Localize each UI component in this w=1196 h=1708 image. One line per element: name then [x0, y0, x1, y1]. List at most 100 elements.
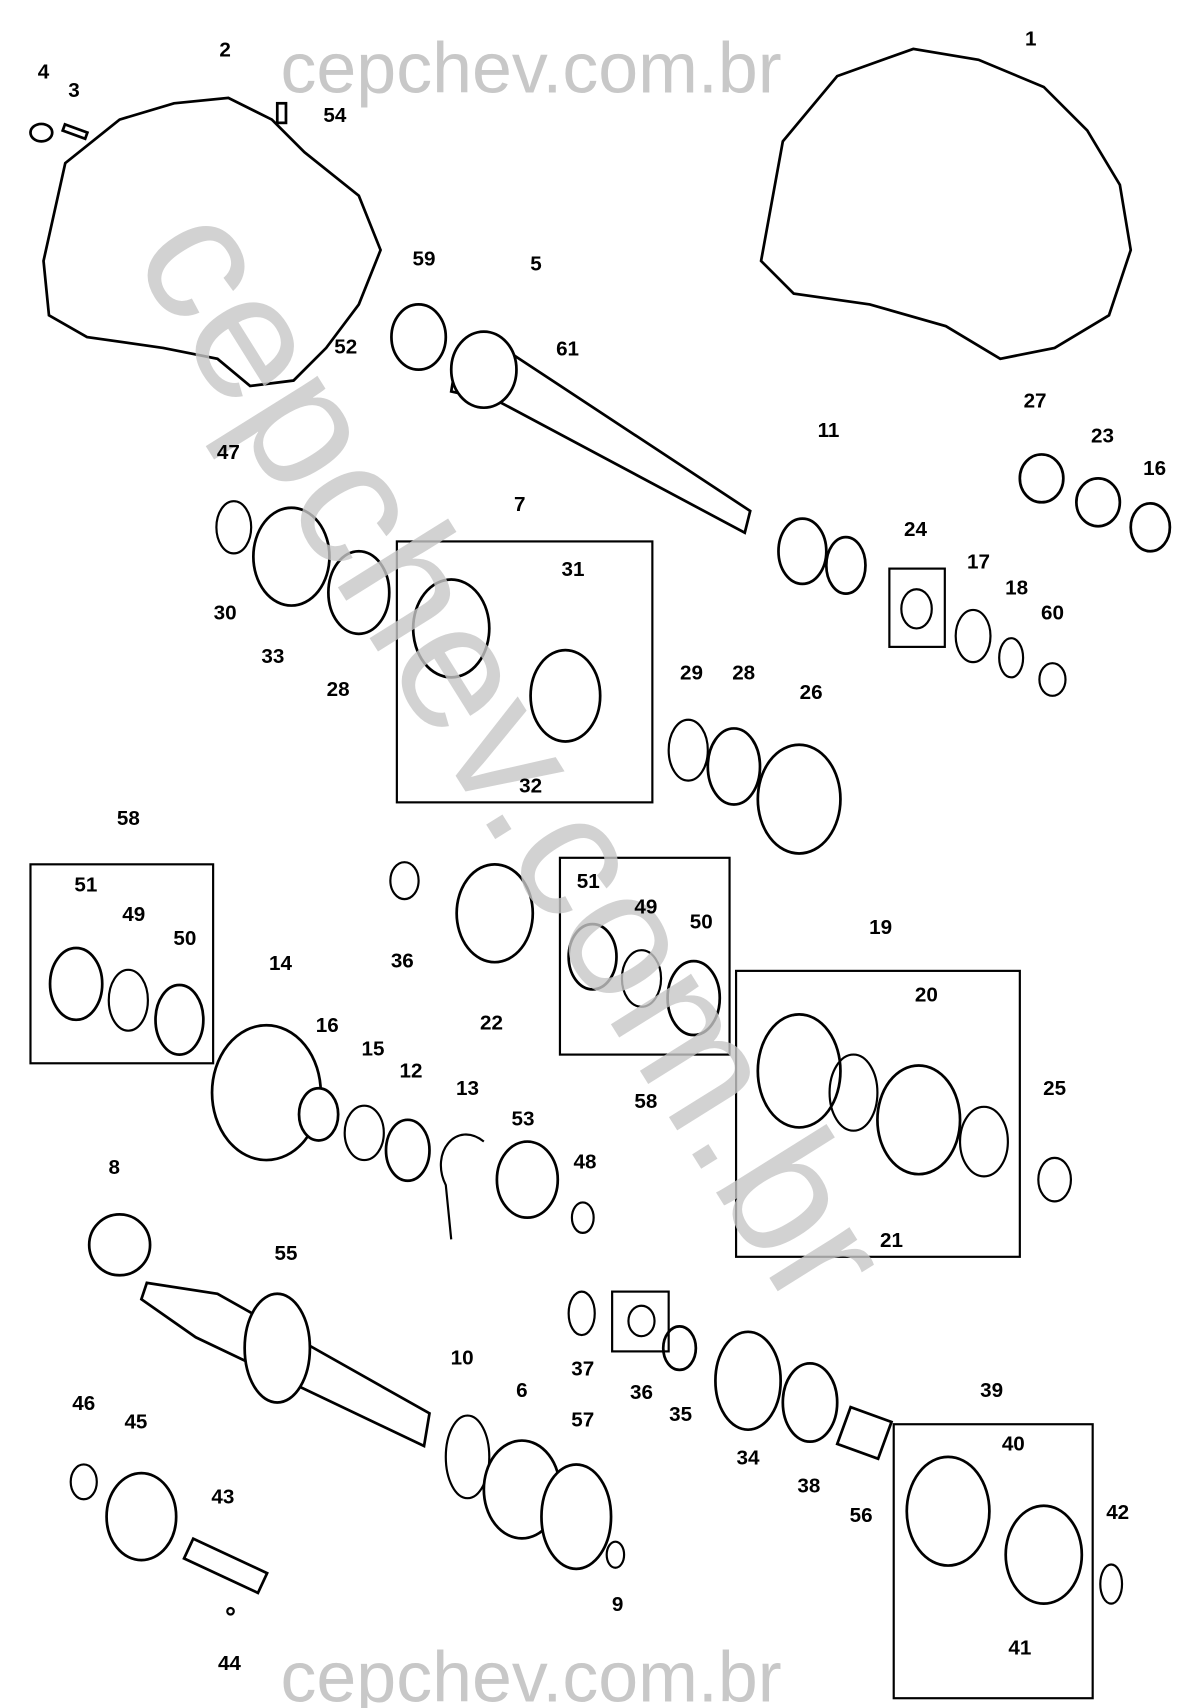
part-label-6: 6	[516, 1379, 527, 1402]
washer-12	[384, 1118, 431, 1183]
clip-24	[900, 588, 933, 630]
part-label-19: 19	[869, 916, 892, 939]
hub-40	[1004, 1504, 1084, 1605]
ring-49r	[620, 949, 663, 1008]
part-label-16: 16	[1143, 457, 1166, 480]
watermark-bottom: cepchev.com.br	[281, 1637, 782, 1708]
part-label-24: 24	[904, 518, 927, 541]
part-label-21: 21	[880, 1229, 903, 1252]
hub-20	[876, 1064, 962, 1176]
gear-5	[449, 330, 518, 410]
part-label-43: 43	[211, 1486, 234, 1509]
ring-28	[327, 549, 391, 636]
ring-48	[570, 1201, 595, 1234]
ring-60	[1038, 662, 1067, 697]
part-label-17: 17	[967, 551, 990, 574]
part-label-39: 39	[980, 1379, 1003, 1402]
part-label-58: 58	[117, 807, 140, 830]
sleeve-7	[411, 578, 491, 679]
ring-49l	[107, 968, 149, 1032]
part-label-20: 20	[915, 983, 938, 1006]
part-label-36: 36	[630, 1381, 653, 1404]
part-label-50: 50	[690, 910, 713, 933]
part-label-52: 52	[334, 335, 357, 358]
part-label-49: 49	[122, 903, 145, 926]
part-label-2: 2	[219, 39, 230, 62]
ring-18	[998, 637, 1025, 679]
box-7	[395, 540, 654, 804]
ring-42	[1099, 1563, 1124, 1605]
ring-20a	[828, 1053, 879, 1132]
washer-30	[215, 500, 253, 555]
part-label-11: 11	[818, 419, 840, 442]
part-label-45: 45	[124, 1411, 147, 1434]
part-label-23: 23	[1091, 424, 1114, 447]
part-label-56: 56	[850, 1504, 873, 1527]
clip-13	[439, 1133, 485, 1240]
gear-34	[714, 1330, 783, 1432]
gear-55	[243, 1292, 312, 1404]
hub-31	[529, 648, 602, 743]
clip-36b	[627, 1304, 656, 1338]
pin-43	[182, 1536, 269, 1595]
gear-33	[251, 506, 331, 607]
part-label-59: 59	[413, 247, 436, 270]
bearing-27	[1018, 453, 1065, 504]
pin	[60, 122, 90, 141]
part-label-32: 32	[519, 775, 542, 798]
part-label-8: 8	[108, 1156, 119, 1179]
part-label-28: 28	[327, 678, 350, 701]
gear-22	[455, 862, 535, 964]
bushing-54	[275, 101, 288, 125]
part-label-42: 42	[1106, 1501, 1129, 1524]
diff-57	[540, 1463, 613, 1571]
box-58-right	[558, 856, 731, 1056]
part-label-18: 18	[1005, 577, 1028, 600]
part-label-60: 60	[1041, 602, 1064, 625]
gear-45	[105, 1471, 178, 1562]
part-label-1: 1	[1025, 28, 1036, 51]
part-label-51: 51	[74, 874, 97, 897]
part-label-15: 15	[361, 1038, 384, 1061]
watermark-top: cepchev.com.br	[281, 28, 782, 108]
part-label-10: 10	[451, 1346, 474, 1369]
part-label-7: 7	[514, 493, 525, 516]
ring-11	[777, 517, 828, 586]
bearing-53	[495, 1140, 560, 1220]
part-label-13: 13	[456, 1077, 479, 1100]
ring-28b	[706, 727, 762, 806]
gear-14	[210, 1023, 323, 1162]
part-label-40: 40	[1002, 1432, 1025, 1455]
part-label-29: 29	[680, 662, 703, 685]
part-label-58: 58	[634, 1090, 657, 1113]
housing-left	[42, 96, 383, 388]
part-label-36: 36	[391, 950, 414, 973]
part-label-27: 27	[1024, 390, 1047, 413]
washer-46	[69, 1463, 98, 1501]
sleeve-19	[756, 1013, 842, 1129]
part-label-26: 26	[800, 681, 823, 704]
ring-17	[954, 608, 992, 664]
part-label-37: 37	[571, 1357, 594, 1380]
part-label-61: 61	[556, 338, 579, 361]
sleeve-39	[905, 1455, 991, 1567]
part-label-35: 35	[669, 1403, 692, 1426]
part-label-14: 14	[269, 952, 292, 975]
bearing-16b	[297, 1086, 340, 1142]
part-label-22: 22	[480, 1012, 503, 1035]
bearing-23	[1075, 477, 1122, 528]
box-58-left	[29, 863, 215, 1065]
ring-37	[567, 1290, 596, 1337]
ring-10	[444, 1414, 491, 1500]
part-label-41: 41	[1008, 1637, 1031, 1660]
group-boxes	[29, 540, 1094, 1700]
ring-51l	[48, 946, 104, 1022]
part-label-4: 4	[38, 60, 50, 83]
part-label-48: 48	[573, 1151, 596, 1174]
ring-20b	[958, 1105, 1009, 1178]
clip-36	[389, 861, 420, 901]
part-label-38: 38	[797, 1475, 820, 1498]
part-label-46: 46	[72, 1392, 95, 1415]
